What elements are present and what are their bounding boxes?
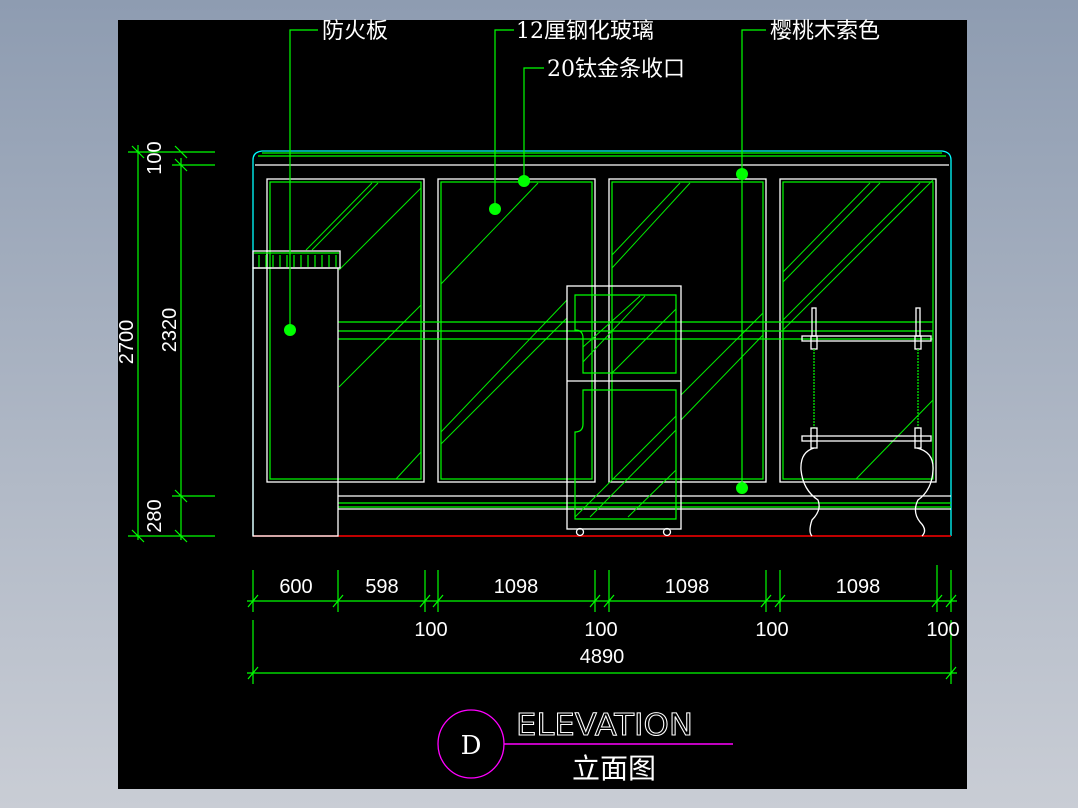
- title-marker-letter: D: [461, 731, 482, 761]
- dim-gap-3: 100: [755, 619, 788, 641]
- label-fireboard: 防火板: [322, 19, 388, 44]
- dim-gap-2: 100: [584, 619, 617, 641]
- transom: [338, 321, 933, 340]
- base: [253, 495, 951, 537]
- dim-total-width: 4890: [580, 646, 625, 668]
- dim-segment-1: 600: [279, 576, 312, 598]
- vertical-dimension-lines: [128, 145, 215, 543]
- dim-top-height: 100: [144, 141, 166, 174]
- dim-gap-1: 100: [414, 619, 447, 641]
- dim-segment-3: 1098: [494, 576, 539, 598]
- title-english: ELEVATION: [516, 708, 693, 743]
- refrigerator: [566, 285, 682, 537]
- fireboard-column: [252, 250, 341, 537]
- bar-stool: [800, 307, 934, 537]
- dim-gap-4: 100: [926, 619, 959, 641]
- title-chinese: 立面图: [572, 752, 656, 785]
- label-cherry-wood: 樱桃木索色: [770, 19, 880, 44]
- dim-segment-2: 598: [365, 576, 398, 598]
- dim-bottom-height: 280: [144, 499, 166, 532]
- dim-segment-5: 1098: [836, 576, 881, 598]
- horizontal-dimension-lines: [247, 565, 957, 684]
- label-titanium-trim: 20钛金条收口: [547, 57, 685, 82]
- label-tempered-glass: 12厘钢化玻璃: [516, 19, 654, 44]
- dim-segment-4: 1098: [665, 576, 710, 598]
- leaders: [284, 29, 766, 494]
- dim-middle-height: 2320: [159, 308, 181, 353]
- cornice: [252, 150, 952, 536]
- dim-total-height: 2700: [116, 320, 138, 365]
- title-block: [437, 709, 733, 779]
- cad-drawing-canvas[interactable]: [118, 20, 967, 789]
